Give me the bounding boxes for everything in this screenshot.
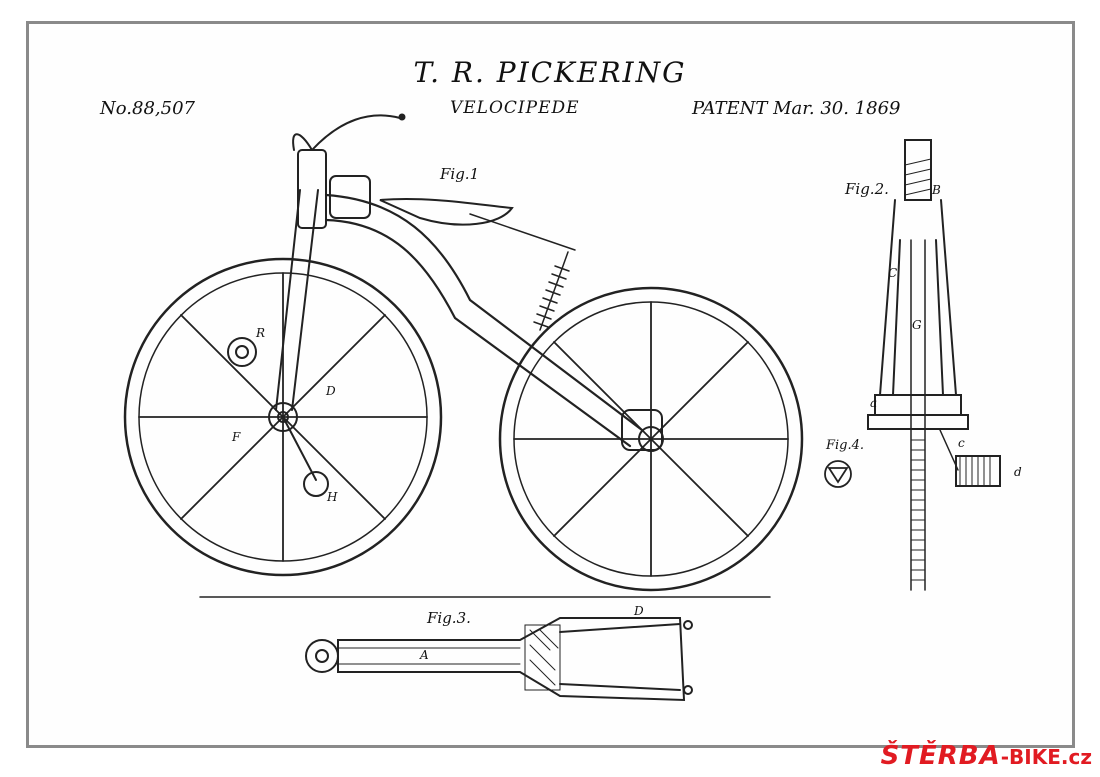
label-a: a — [870, 396, 878, 410]
rear-wheel — [498, 286, 804, 592]
watermark-brand: ŠTĚRBA — [880, 741, 1001, 771]
label-D-fig3: D — [634, 604, 644, 618]
front-fork — [275, 113, 406, 411]
watermark: ŠTĚRBA-BIKE.cz — [881, 741, 1092, 771]
label-R: R — [256, 326, 266, 340]
fig3-label: Fig.3. — [427, 609, 471, 627]
label-c: c — [958, 436, 965, 450]
pedal-crank — [227, 337, 329, 497]
backbone — [324, 175, 644, 448]
fig3-backbone-plan — [305, 617, 693, 702]
fig4-label: Fig.4. — [826, 438, 865, 453]
fig1-label: Fig.1 — [440, 165, 480, 183]
label-B: B — [932, 183, 941, 197]
fig2-label: Fig.2. — [845, 180, 889, 198]
rear-hub — [621, 409, 663, 451]
watermark-suffix: -BIKE.cz — [1000, 745, 1092, 769]
label-C: C — [888, 266, 898, 280]
label-A: A — [420, 648, 429, 662]
fig4-pedal-detail — [824, 460, 852, 488]
saddle — [379, 197, 514, 226]
seat-spring — [469, 213, 576, 331]
patent-title: T. R. PICKERING — [413, 56, 687, 89]
label-d: d — [1014, 465, 1022, 479]
label-H: H — [327, 490, 338, 504]
drawing-frame — [26, 21, 1075, 748]
patent-number: No.88,507 — [100, 98, 195, 119]
label-D: D — [326, 384, 336, 398]
patent-date: PATENT Mar. 30. 1869 — [692, 98, 901, 119]
invention-name: VELOCIPEDE — [450, 98, 580, 118]
fig2-fork-section — [867, 139, 1001, 591]
label-G: G — [912, 318, 922, 332]
label-F: F — [232, 430, 241, 444]
